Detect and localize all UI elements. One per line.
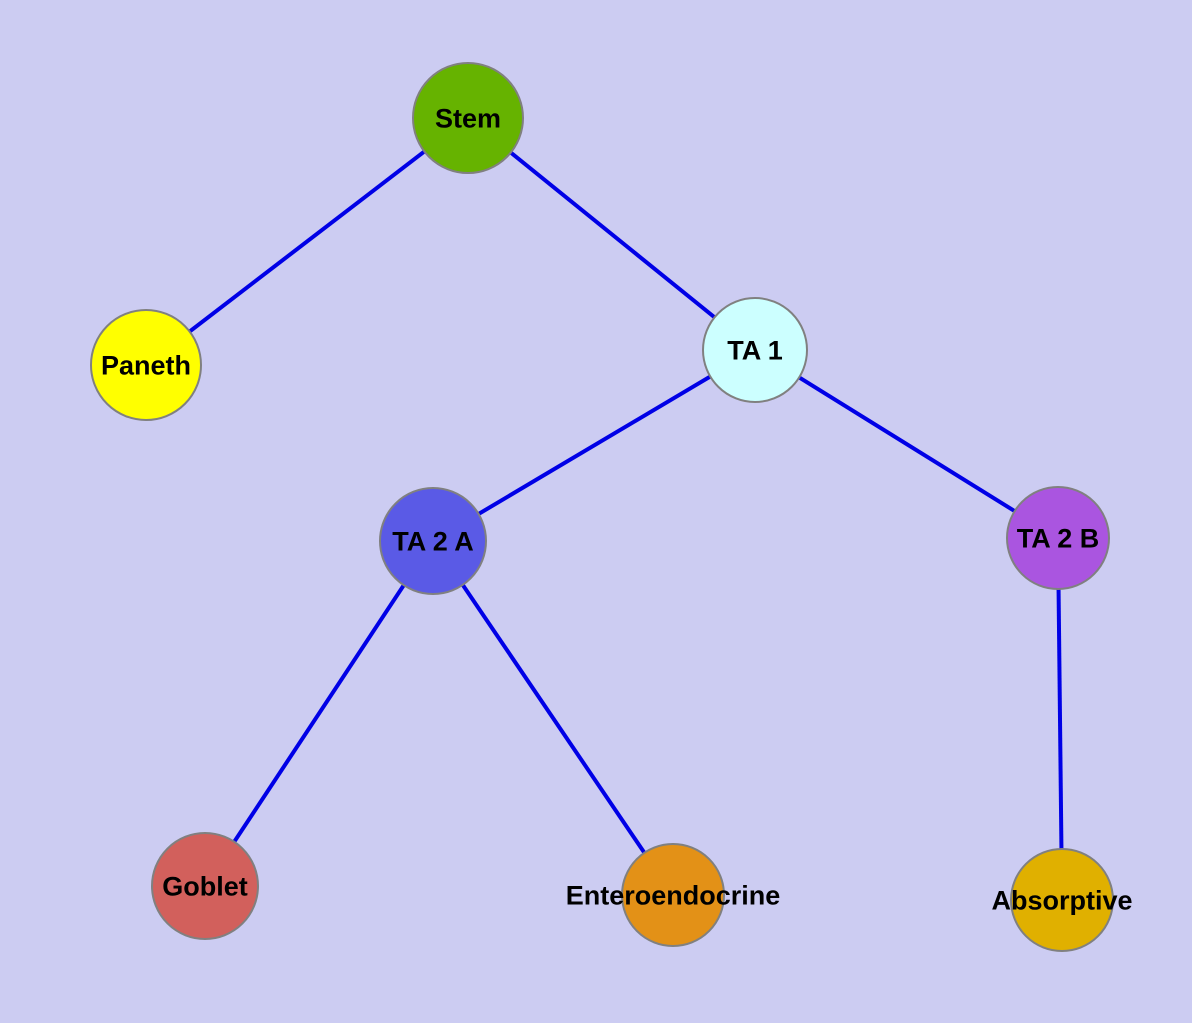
edge-stem-paneth	[144, 116, 470, 367]
absorptive-label: Absorptive	[991, 885, 1132, 915]
stem-label: Stem	[435, 103, 501, 133]
edges-layer	[144, 116, 1064, 901]
enteroendocrine-label: Enteroendocrine	[566, 880, 781, 910]
ta-2-a-circle[interactable]	[379, 487, 487, 595]
node-paneth[interactable]: Paneth	[90, 309, 202, 421]
ta-2-a-label: TA 2 A	[392, 526, 474, 556]
node-ta-1[interactable]: TA 1	[702, 297, 808, 403]
edge-ta-2-b-absorptive	[1056, 537, 1064, 901]
node-ta-2-a[interactable]: TA 2 A	[379, 487, 487, 595]
ta-2-b-label: TA 2 B	[1017, 523, 1100, 553]
node-enteroendocrine[interactable]: Enteroendocrine	[566, 843, 781, 947]
ta-2-b-circle[interactable]	[1006, 486, 1110, 590]
edge-ta-2-a-enteroendocrine	[431, 539, 675, 897]
ta-1-circle[interactable]	[702, 297, 808, 403]
edge-stem-ta-1	[466, 116, 757, 352]
paneth-circle[interactable]	[90, 309, 202, 421]
enteroendocrine-circle[interactable]	[621, 843, 725, 947]
node-goblet[interactable]: Goblet	[151, 832, 259, 940]
node-stem[interactable]: Stem	[412, 62, 524, 174]
node-ta-2-b[interactable]: TA 2 B	[1006, 486, 1110, 590]
stem-circle[interactable]	[412, 62, 524, 174]
node-absorptive[interactable]: Absorptive	[991, 848, 1133, 952]
goblet-label: Goblet	[162, 871, 248, 901]
ta-1-label: TA 1	[727, 335, 783, 365]
paneth-label: Paneth	[101, 350, 191, 380]
edge-ta-2-a-goblet	[203, 539, 435, 888]
absorptive-circle[interactable]	[1010, 848, 1114, 952]
edge-ta-1-ta-2-a	[431, 348, 757, 543]
goblet-circle[interactable]	[151, 832, 259, 940]
edge-ta-1-ta-2-b	[753, 348, 1060, 540]
